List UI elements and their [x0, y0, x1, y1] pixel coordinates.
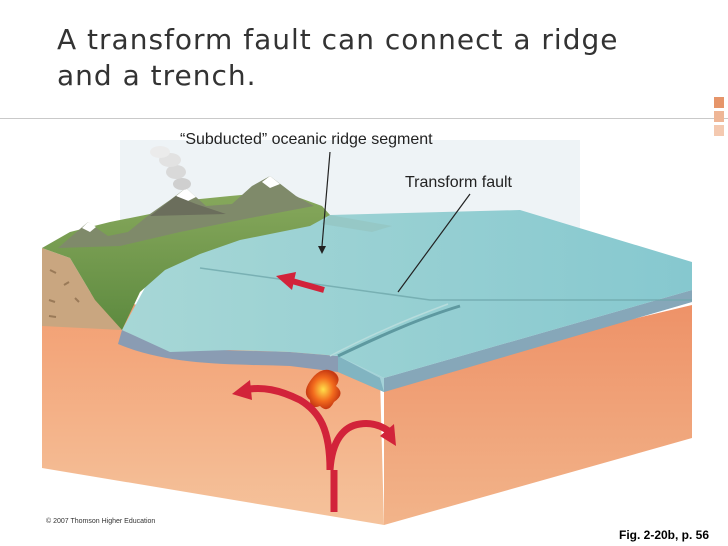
label-subducted-ridge: “Subducted” oceanic ridge segment: [180, 131, 433, 148]
coastal-land: [42, 192, 330, 330]
copyright-credit: © 2007 Thomson Higher Education: [46, 518, 156, 525]
spreading-ridge: [337, 304, 461, 358]
motion-arrow-icon: [276, 272, 325, 293]
subducting-plate: [118, 330, 384, 392]
magma-icon: [305, 369, 341, 410]
title-divider: [0, 118, 728, 119]
transform-fault-diagram: [42, 140, 692, 525]
figure-reference: Fig. 2-20b, p. 56: [619, 528, 710, 542]
label-transform-fault: Transform fault: [405, 174, 512, 191]
leader-line-subducted: [321, 151, 331, 247]
accent-square: [714, 125, 724, 136]
volcano-icon: [150, 146, 226, 216]
accent-square: [714, 111, 724, 122]
leader-line-transform: [397, 193, 471, 293]
oceanic-plate-side: [384, 290, 692, 392]
slide-title: A transform fault can connect a ridge an…: [57, 23, 619, 92]
continental-crust: [42, 248, 122, 330]
accent-square: [714, 97, 724, 108]
convection-arrows: [243, 384, 393, 512]
ocean-surface: [122, 210, 692, 378]
